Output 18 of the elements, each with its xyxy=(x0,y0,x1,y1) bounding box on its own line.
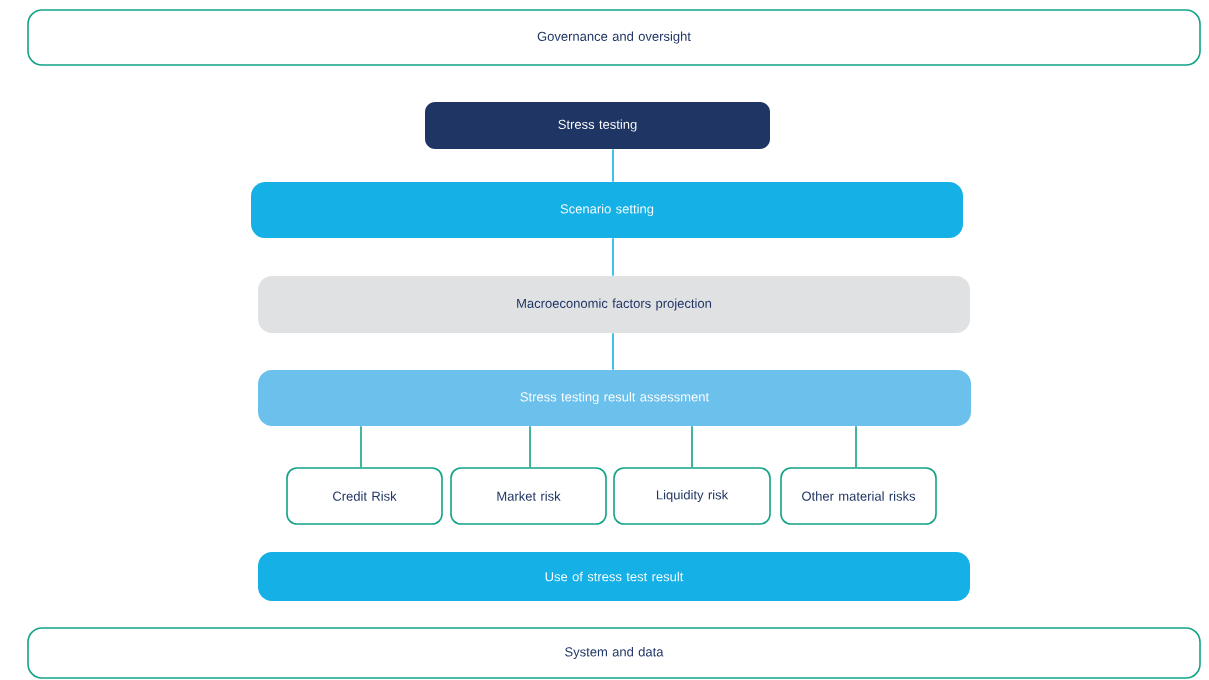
process-box: Stress testing xyxy=(425,102,770,149)
connector-line xyxy=(360,425,362,468)
process-box: Macroeconomic factors projection xyxy=(258,276,970,333)
risk-box: Other material risks xyxy=(780,467,937,525)
risk-box: Credit Risk xyxy=(286,467,443,525)
process-box: Scenario setting xyxy=(251,182,963,238)
risk-box: Market risk xyxy=(450,467,607,525)
section-band: Governance and oversight xyxy=(27,9,1201,66)
connector-line xyxy=(612,237,614,277)
process-box: Use of stress test result xyxy=(258,552,970,601)
risk-box: Liquidity risk xyxy=(613,467,771,525)
section-band: System and data xyxy=(27,627,1201,679)
connector-line xyxy=(691,425,693,468)
connector-line xyxy=(612,332,614,371)
connector-line xyxy=(612,148,614,183)
connector-line xyxy=(855,425,857,468)
connector-line xyxy=(529,425,531,468)
process-box: Stress testing result assessment xyxy=(258,370,971,426)
